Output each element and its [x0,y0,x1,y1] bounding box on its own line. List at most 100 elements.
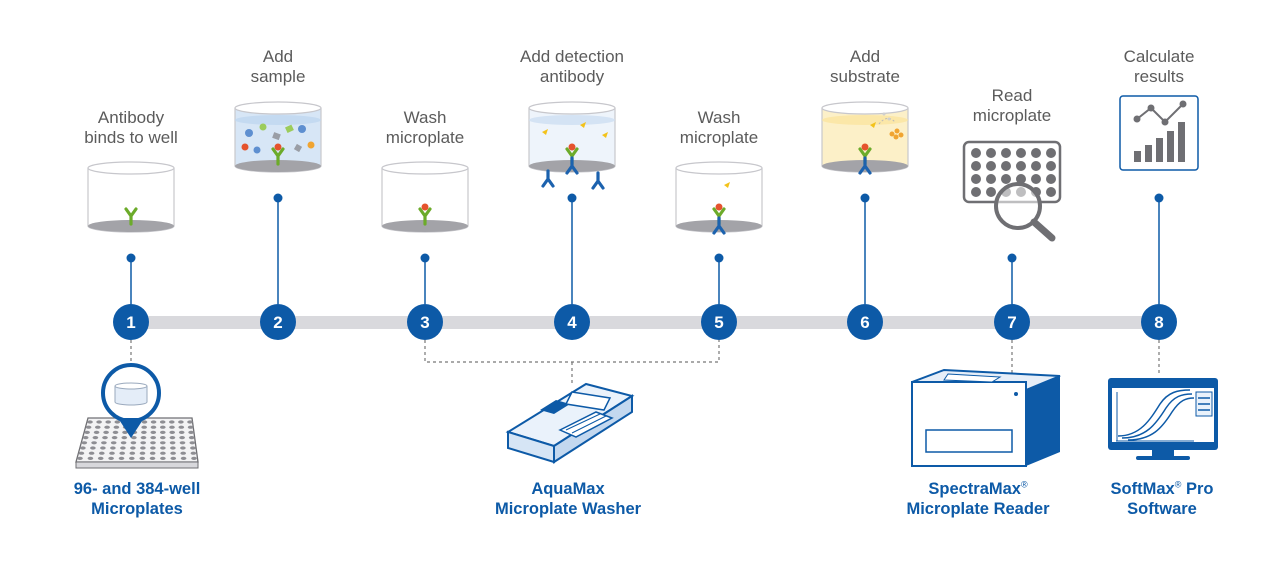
plate-well-dot [122,430,128,434]
plate-well-dot [971,161,981,171]
plate-well-dot [120,446,126,450]
plate-well-dot [103,430,109,434]
plate-reader-icon [911,368,1061,467]
well-bound-antigen-icon [381,161,469,233]
plate-well-dot [121,436,128,440]
plate-well-dot [1046,174,1056,184]
plate-well-dot [180,446,186,450]
plate-well-dot [187,425,194,429]
plate-well-dot [971,187,981,197]
plate-well-dot [85,425,92,429]
well-substrate-icon [821,101,909,175]
plate-well-dot [93,430,100,434]
plate-well-dot [141,425,147,429]
plate-well-dot [1046,161,1056,171]
plate-well-dot [80,446,86,450]
plate-well-dot [81,441,88,445]
product-name: SpectraMax [928,480,1021,498]
plate-well-dot [178,420,184,424]
plate-well-dot [97,456,104,460]
plate-well-dot [169,441,176,445]
microplate-magnifier-icon [962,140,1062,242]
svg-text:3: 3 [420,313,429,332]
plate-well-dot [150,430,157,434]
plate-well-dot [169,436,176,440]
plate-well-dot [110,446,116,450]
plate-well-dot [187,420,193,424]
plate-well-dot [188,430,194,434]
svg-text:6: 6 [860,313,869,332]
plate-well-dot [150,436,156,440]
plate-well-dot [84,430,90,434]
step-connectors [130,198,1160,304]
microplate-pin-icon [75,363,199,469]
plate-well-dot [1001,148,1011,158]
product-name: SoftMax [1110,480,1175,498]
plate-well-dot [100,446,106,450]
plate-well-dot [971,148,981,158]
svg-text:1: 1 [126,313,135,332]
registered-mark: ® [1174,479,1182,490]
well-capture-antibody-icon [87,161,175,233]
plate-well-dot [986,148,996,158]
well-sample-icon [234,101,322,173]
product-label-softmax: SoftMax® Pro Software [1110,479,1214,518]
plate-well-dot [169,430,175,434]
plate-well-dot [169,420,175,424]
plate-well-dot [129,456,135,460]
plate-well-dot [113,425,120,429]
plate-well-dot [179,441,186,445]
plate-well-dot [971,174,981,184]
plate-well-dot [188,436,195,440]
plate-well-dot [1031,148,1041,158]
plate-well-dot [986,161,996,171]
plate-well-dot [82,436,89,440]
plate-well-dot [140,441,146,445]
plate-well-dot [149,456,156,460]
plate-well-dot [95,425,101,429]
plate-well-dot [169,425,175,429]
plate-well-dot [87,456,94,460]
plate-well-dot [986,187,996,197]
plate-well-dot [101,441,107,445]
plate-well-dot [99,451,105,455]
step-badge-6: 6 [847,304,883,340]
plate-well-dot [78,451,85,455]
plate-well-dot [140,436,147,440]
plate-well-dot [140,446,146,450]
plate-well-dot [1016,148,1026,158]
plate-well-dot [189,441,196,445]
plate-well-dot [160,456,166,460]
plate-well-dot [178,430,185,434]
plate-well-dot [111,436,118,440]
plate-well-dot [1016,174,1026,184]
plate-well-dot [170,446,176,450]
results-chart-icon [1119,95,1199,171]
step-badges: 1 2 3 4 5 6 7 8 [113,304,1177,340]
plate-well-dot [139,456,145,460]
step-badge-3: 3 [407,304,443,340]
plate-well-dot [1001,174,1011,184]
plate-well-dot [105,420,111,424]
plate-well-dot [141,420,148,424]
plate-well-dot [130,441,137,445]
step-badge-1: 1 [113,304,149,340]
plate-well-dot [108,456,114,460]
plate-well-dot [160,441,166,445]
plate-well-dot [1016,161,1026,171]
plate-well-dot [160,425,166,429]
product-name-suffix: Pro [1185,480,1214,498]
plate-well-dot [160,446,166,450]
plate-well-dot [170,451,176,455]
plate-well-dot [88,451,95,455]
svg-text:7: 7 [1007,313,1016,332]
well-detection-antibody-icon [528,101,616,190]
plate-well-dot [179,436,185,440]
